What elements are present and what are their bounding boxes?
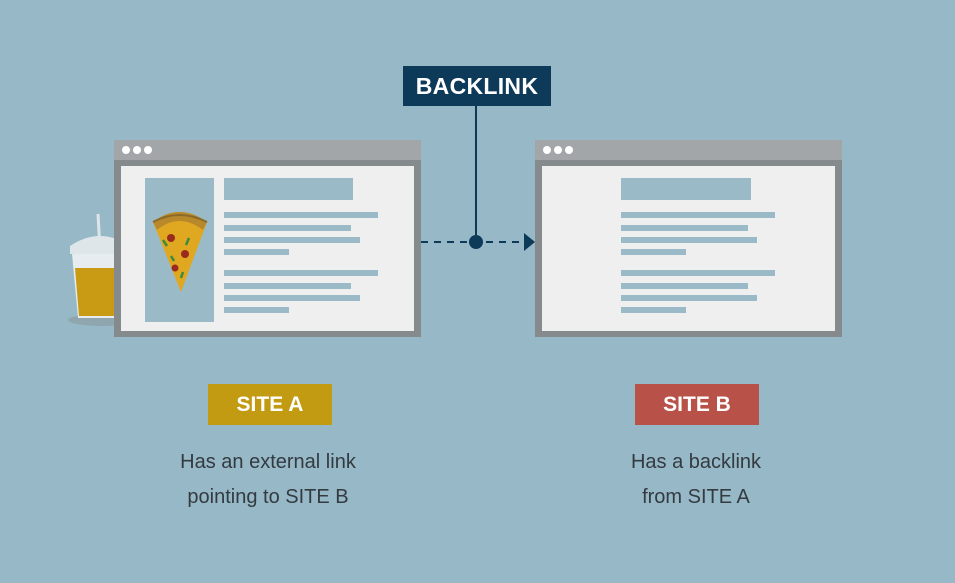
text-line-placeholder — [224, 307, 289, 313]
text-line-placeholder — [224, 295, 360, 301]
site-a-caption-line: Has an external link — [180, 451, 356, 473]
text-line-placeholder — [224, 270, 378, 276]
text-line-placeholder — [621, 270, 775, 276]
text-line-placeholder — [621, 295, 757, 301]
window-dot — [565, 146, 573, 154]
browser-titlebar — [114, 140, 421, 160]
browser-titlebar — [535, 140, 842, 160]
site-b-caption-line: Has a backlink — [630, 451, 762, 473]
text-line-placeholder — [224, 225, 351, 231]
heading-placeholder — [621, 178, 751, 200]
window-dot — [133, 146, 141, 154]
text-line-placeholder — [621, 249, 686, 255]
text-line-placeholder — [621, 283, 748, 289]
link-dot — [469, 235, 483, 249]
heading-placeholder — [224, 178, 353, 200]
text-line-placeholder — [224, 237, 360, 243]
text-line-placeholder — [621, 225, 748, 231]
site-b-caption-line: from SITE A — [642, 486, 750, 508]
arrow-right-icon — [524, 233, 535, 251]
site-b-label: SITE B — [635, 384, 759, 425]
site-a-browser-window — [114, 140, 421, 337]
window-dot — [122, 146, 130, 154]
pizza-slice-icon — [152, 212, 208, 292]
text-line-placeholder — [224, 283, 351, 289]
site-b-caption: Has a backlink from SITE A — [546, 445, 846, 515]
text-line-placeholder — [621, 212, 775, 218]
text-line-placeholder — [621, 237, 757, 243]
text-line-placeholder — [621, 307, 686, 313]
site-b-browser-window — [535, 140, 842, 337]
image-placeholder — [145, 178, 214, 322]
site-a-caption: Has an external link pointing to SITE B — [118, 445, 418, 515]
site-a-page — [121, 166, 414, 331]
backlink-label: BACKLINK — [403, 66, 551, 106]
site-a-caption-line: pointing to SITE B — [187, 486, 349, 508]
text-line-placeholder — [224, 249, 289, 255]
text-line-placeholder — [224, 212, 378, 218]
window-dot — [543, 146, 551, 154]
window-dot — [554, 146, 562, 154]
site-b-page — [542, 166, 835, 331]
window-dot — [144, 146, 152, 154]
site-a-label: SITE A — [208, 384, 332, 425]
